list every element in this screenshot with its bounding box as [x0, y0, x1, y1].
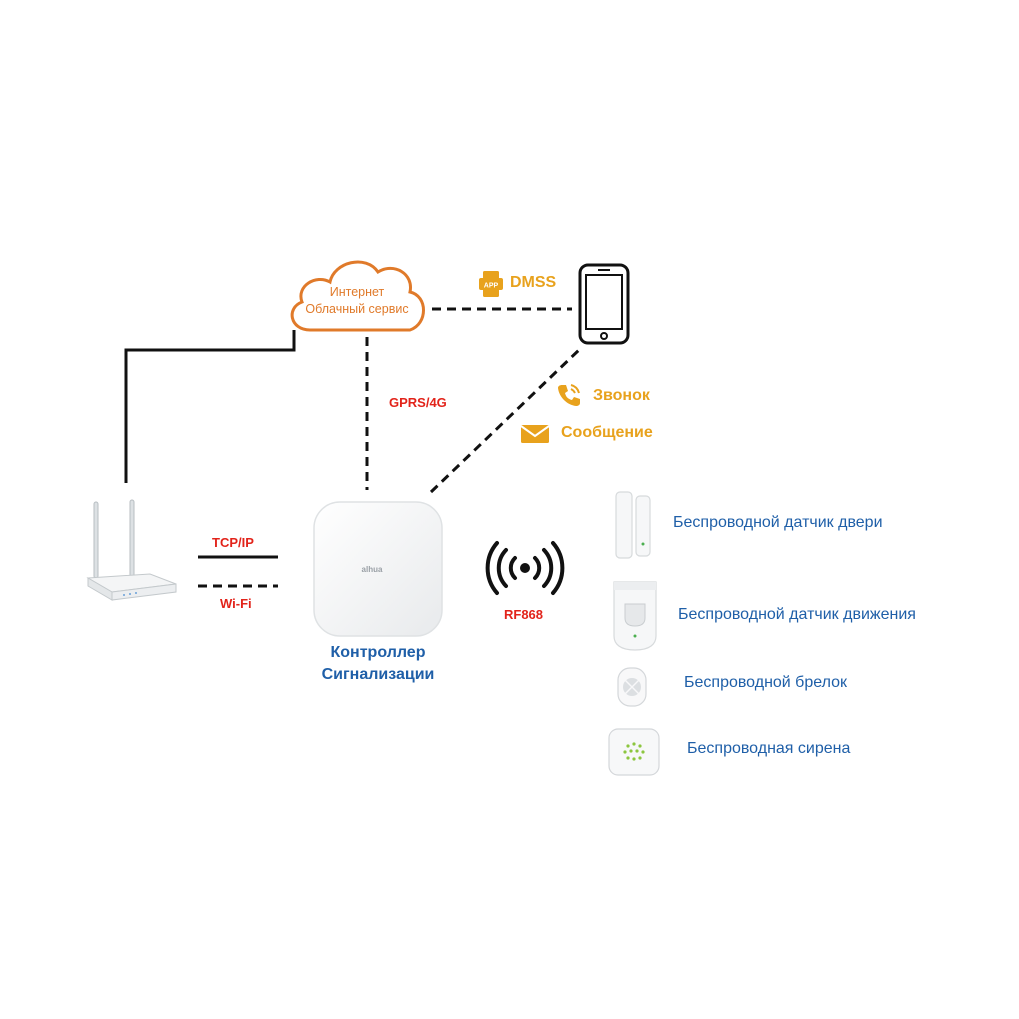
- router-cloud-line: [124, 330, 296, 483]
- door-sensor-icon: [615, 491, 651, 559]
- router-icon: [86, 499, 177, 601]
- call-label: Звонок: [593, 387, 650, 404]
- app-badge-text: APP: [484, 283, 499, 290]
- smartphone-icon: [578, 263, 630, 345]
- cloud-icon: [290, 260, 425, 332]
- app-icon: APP: [479, 271, 503, 297]
- motion-sensor-icon: [613, 581, 657, 651]
- controller-label: Контроллер Сигнализации: [298, 642, 458, 686]
- message-label: Сообщение: [561, 424, 653, 441]
- wireless-signal-icon: [485, 541, 565, 595]
- device-label-door-sensor: Беспроводной датчик двери: [673, 514, 883, 531]
- siren-icon: [608, 728, 660, 776]
- cloud-label-line1: Интернет: [329, 285, 385, 299]
- rf-label: RF868: [504, 607, 544, 622]
- envelope-icon: [520, 425, 550, 443]
- key-fob-icon: [617, 667, 647, 707]
- device-label-key-fob: Беспроводной брелок: [684, 674, 848, 691]
- gprs-label: GPRS/4G: [389, 395, 447, 410]
- alarm-hub-icon: alhua: [313, 501, 443, 637]
- controller-label-line1: Контроллер: [330, 644, 426, 661]
- dmss-label: DMSS: [510, 274, 557, 291]
- tcpip-label: TCP/IP: [212, 535, 254, 550]
- wifi-label: Wi-Fi: [220, 596, 252, 611]
- device-label-siren: Беспроводная сирена: [687, 740, 851, 757]
- device-label-motion-sensor: Беспроводной датчик движения: [678, 606, 916, 623]
- cloud-label-line2: Облачный сервис: [305, 302, 409, 316]
- controller-logo: alhua: [362, 565, 383, 574]
- controller-label-line2: Сигнализации: [321, 666, 435, 683]
- phone-call-icon: [558, 384, 580, 406]
- cloud-label: Интернет Облачный сервис: [282, 284, 432, 318]
- controller-phone-dashed-line: [429, 347, 582, 494]
